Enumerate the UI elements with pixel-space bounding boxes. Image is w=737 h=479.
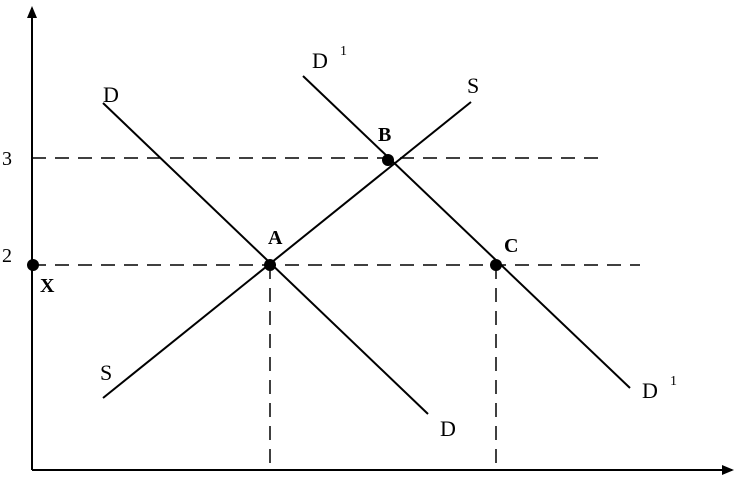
y-tick-2: 2 [2,245,12,267]
demand-label-bottom: D [440,416,456,441]
demand-shifted-curve [302,75,631,389]
demand-shifted-superscript-bottom: 1 [670,374,677,389]
point-x-label: X [40,275,55,297]
point-b-label: B [378,124,391,146]
point-a-label: A [268,227,283,249]
point-a-marker [264,259,276,271]
point-b-marker [382,154,394,166]
demand-shifted-label-bottom: D [642,378,658,403]
demand-label-top: D [103,82,119,107]
supply-label-top: S [467,73,479,98]
supply-curve [102,101,472,399]
demand-shifted-superscript-top: 1 [340,44,347,59]
point-c-marker [490,259,502,271]
point-c-label: C [504,235,518,257]
demand-curve [102,102,429,415]
demand-shifted-label-top: D [312,48,328,73]
point-x-marker [27,259,39,271]
supply-label-bottom: S [100,360,112,385]
y-tick-3: 3 [2,148,12,170]
